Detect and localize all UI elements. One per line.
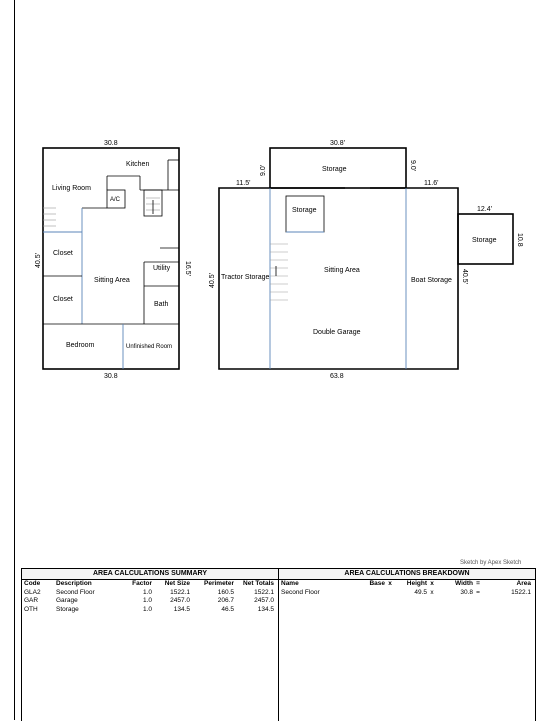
summary-cell: 1522.1	[254, 588, 274, 596]
summary-header-row: Code Description Factor Net Size Perimet…	[22, 580, 278, 589]
breakdown-col-name: Name	[281, 580, 299, 587]
dim-right-top: 30.8'	[330, 140, 345, 147]
left-outer-wall	[42, 147, 180, 370]
right-floor-plan: Storage Storage Tractor Storage Sitting …	[209, 140, 523, 380]
room-kitchen: Kitchen	[126, 161, 149, 168]
breakdown-row: Second Floor 49.5 x 30.8 = 1522.1	[279, 589, 535, 598]
room-utility: Utility	[153, 265, 171, 272]
summary-cell: 1.0	[142, 597, 152, 604]
dim-right-bottom: 63.8	[330, 373, 344, 380]
page-left-border	[14, 0, 15, 720]
summary-row: OTH Storage 1.0 134.5 46.5 134.5	[22, 606, 278, 615]
summary-cell: Garage	[56, 597, 78, 604]
left-floor-plan: Kitchen Living Room A/C Closet Closet Si…	[35, 140, 191, 380]
summary-col-factor: Factor	[132, 580, 152, 587]
summary-row: GAR Garage 1.0 2457.0 206.7 2457.0	[22, 597, 278, 606]
annex-wall	[457, 213, 514, 265]
summary-cell: GLA2	[24, 588, 41, 596]
dim-right-left: 40.5'	[209, 273, 216, 288]
room-living-room: Living Room	[52, 185, 91, 192]
breakdown-col-times: x	[388, 580, 392, 587]
dim-left-right: 16.5'	[184, 261, 191, 276]
breakdown-cell: 30.8	[460, 588, 473, 596]
summary-col-perimeter: Perimeter	[204, 580, 234, 587]
breakdown-cell: 1522.1	[511, 588, 531, 596]
room-storage-inner: Storage	[292, 207, 317, 214]
breakdown-title: AREA CALCULATIONS BREAKDOWN	[279, 569, 535, 580]
summary-col-net-size: Net Size	[164, 580, 190, 587]
dim-left-left: 40.5'	[35, 253, 42, 268]
room-closet-1: Closet	[53, 250, 73, 257]
summary-cell: 2457.0	[254, 597, 274, 604]
breakdown-col-times: x	[430, 580, 434, 587]
room-double-garage: Double Garage	[313, 329, 361, 336]
summary-cell: 206.7	[217, 597, 234, 604]
dim-left-top: 30.8	[104, 140, 118, 147]
room-storage-annex: Storage	[472, 237, 497, 244]
dim-annex-top: 12.4'	[477, 206, 492, 213]
dim-right-right: 40.5'	[461, 269, 468, 284]
room-sitting-area-right: Sitting Area	[324, 267, 360, 274]
summary-cell: 1522.1	[170, 588, 190, 596]
dim-right-left-ledge: 11.5'	[236, 180, 250, 187]
breakdown-cell: Second Floor	[281, 588, 320, 596]
room-unfinished: Unfinished Room	[126, 344, 172, 350]
room-bath: Bath	[154, 301, 169, 308]
summary-cell: OTH	[24, 605, 38, 613]
area-breakdown-panel: AREA CALCULATIONS BREAKDOWN Name Base x …	[279, 569, 535, 721]
summary-row: GLA2 Second Floor 1.0 1522.1 160.5 1522.…	[22, 589, 278, 598]
summary-cell: GAR	[24, 597, 39, 604]
room-bedroom: Bedroom	[66, 342, 95, 349]
room-ac: A/C	[110, 197, 121, 203]
room-sitting-area-left: Sitting Area	[94, 277, 130, 284]
room-closet-2: Closet	[53, 296, 73, 303]
room-tractor-storage: Tractor Storage	[221, 274, 269, 281]
breakdown-cell: 49.5	[414, 588, 427, 596]
dim-right-left-short: 9.0'	[260, 165, 267, 176]
summary-cell: 2457.0	[170, 597, 190, 604]
summary-col-code: Code	[24, 580, 41, 587]
breakdown-cell: x	[430, 588, 434, 596]
floor-plan-sketch: Kitchen Living Room A/C Closet Closet Si…	[35, 140, 523, 380]
summary-cell: 46.5	[221, 605, 234, 613]
summary-cell: 1.0	[142, 605, 152, 613]
room-boat-storage: Boat Storage	[411, 277, 452, 284]
sketch-credit: Sketch by Apex Sketch	[460, 560, 522, 566]
summary-cell: Second Floor	[56, 588, 95, 596]
breakdown-header-row: Name Base x Height x Width = Area	[279, 580, 535, 589]
summary-col-net-totals: Net Totals	[243, 580, 274, 587]
summary-cell: 160.5	[217, 588, 234, 596]
summary-cell: 1.0	[142, 588, 152, 596]
breakdown-col-base: Base	[369, 580, 385, 587]
area-summary-panel: AREA CALCULATIONS SUMMARY Code Descripti…	[22, 569, 279, 721]
summary-cell: 134.5	[173, 605, 190, 613]
breakdown-cell	[347, 589, 385, 598]
summary-cell: 134.5	[257, 605, 274, 613]
breakdown-col-equals: =	[476, 580, 480, 587]
breakdown-cell	[385, 589, 395, 598]
breakdown-col-width: Width	[455, 580, 473, 587]
summary-col-description: Description	[56, 580, 92, 587]
dim-right-right-short: 9.0'	[409, 160, 416, 171]
breakdown-col-height: Height	[406, 580, 427, 587]
dim-left-bottom: 30.8	[104, 373, 118, 380]
summary-cell: Storage	[56, 605, 79, 613]
area-calculations: AREA CALCULATIONS SUMMARY Code Descripti…	[21, 568, 536, 721]
dim-annex-right: 10.8	[516, 233, 523, 247]
breakdown-cell: =	[476, 588, 480, 596]
breakdown-col-area: Area	[516, 580, 531, 587]
dim-right-right-ledge: 11.6'	[424, 180, 438, 187]
room-storage-top: Storage	[322, 166, 347, 173]
summary-title: AREA CALCULATIONS SUMMARY	[22, 569, 278, 580]
